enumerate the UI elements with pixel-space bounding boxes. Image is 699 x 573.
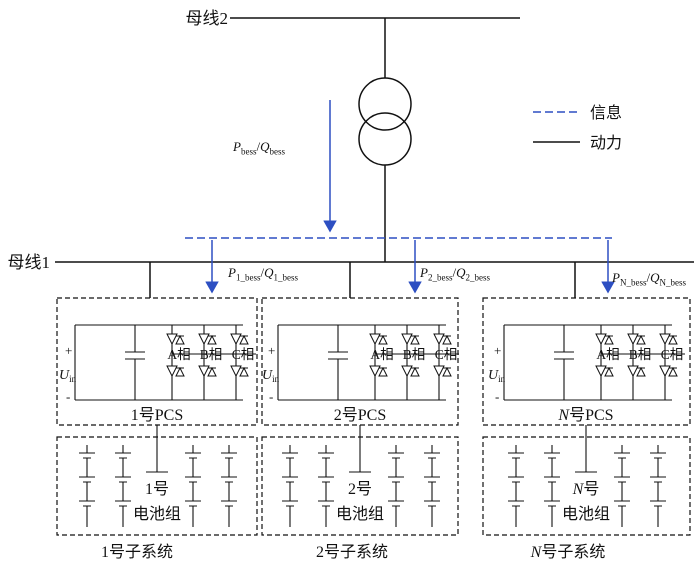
battery-box <box>482 436 691 536</box>
dc-voltage-label: Uin <box>488 368 506 384</box>
subsystem-label-n: N号子系统 <box>530 543 606 561</box>
phase-b-label: B相 <box>403 347 426 362</box>
dc-plus-label: + <box>494 343 501 358</box>
battery-group-n: N号 电池组 <box>482 436 691 536</box>
legend-info-label: 信息 <box>590 104 622 122</box>
battery-group-name-line1: 2号 <box>348 480 372 498</box>
legend: 信息 动力 <box>533 104 622 152</box>
dc-voltage-label: Uin <box>262 368 280 384</box>
phase-c-label: C相 <box>661 347 684 362</box>
legend-power-label: 动力 <box>590 134 622 152</box>
transformer-icon <box>358 77 412 166</box>
pcs-name: 2号PCS <box>334 406 386 424</box>
pcs-to-battery-wire-3 <box>575 425 597 473</box>
battery-group-name-line1: N号 <box>572 480 600 498</box>
dc-plus-label: + <box>65 343 72 358</box>
battery-group-name-line2: 电池组 <box>562 505 610 523</box>
dc-voltage-label: Uin <box>59 368 77 384</box>
pcs-converter-circuit <box>74 324 257 401</box>
battery-box <box>56 436 258 536</box>
battery-group-1: 1号 电池组 <box>56 436 258 536</box>
battery-group-name-line1: 1号 <box>145 480 169 498</box>
dc-minus-label: - <box>66 389 70 404</box>
pcs-box <box>56 297 258 426</box>
transformer-coil-bottom <box>358 112 412 166</box>
transformer-coil-top <box>358 77 412 131</box>
phase-b-label: B相 <box>629 347 652 362</box>
pcs-name: 1号PCS <box>131 406 183 424</box>
dc-minus-label: - <box>269 389 273 404</box>
subsystem-label-2: 2号子系统 <box>316 543 388 561</box>
phase-c-label: C相 <box>435 347 458 362</box>
pcs-box <box>261 297 459 426</box>
pcs-box <box>482 297 691 426</box>
bus1-label: 母线1 <box>8 253 51 272</box>
pcs-name: N号PCS <box>557 406 613 424</box>
flow-label-1: P1_bess/Q1_bess <box>227 265 298 283</box>
battery-group-name-line2: 电池组 <box>336 505 384 523</box>
pcs-to-battery-wire-2 <box>349 425 371 473</box>
phase-b-label: B相 <box>200 347 223 362</box>
pcs-converter-circuit <box>503 324 686 401</box>
phase-a-label: A相 <box>370 347 393 362</box>
phase-a-label: A相 <box>167 347 190 362</box>
phase-a-label: A相 <box>596 347 619 362</box>
pcs-to-battery-wire-1 <box>146 425 168 473</box>
dc-plus-label: + <box>268 343 275 358</box>
pcs-converter-circuit <box>277 324 460 401</box>
bus2-label: 母线2 <box>186 9 229 28</box>
pcs-unit-n: + Uin - A相 B相 C相 N号PCS <box>482 297 691 426</box>
flow-label-3: PN_bess/QN_bess <box>611 270 686 288</box>
pcs-unit-1: + Uin - A相 B相 C相 1号PCS <box>56 297 258 426</box>
battery-box <box>261 436 459 536</box>
main-flow-label: Pbess/Qbess <box>232 139 285 157</box>
dc-minus-label: - <box>495 389 499 404</box>
pcs-unit-2: + Uin - A相 B相 C相 2号PCS <box>261 297 460 426</box>
battery-group-name-line2: 电池组 <box>133 505 181 523</box>
subsystem-label-1: 1号子系统 <box>101 543 173 561</box>
battery-group-2: 2号 电池组 <box>261 436 459 536</box>
phase-c-label: C相 <box>232 347 255 362</box>
flow-label-2: P2_bess/Q2_bess <box>419 265 490 283</box>
